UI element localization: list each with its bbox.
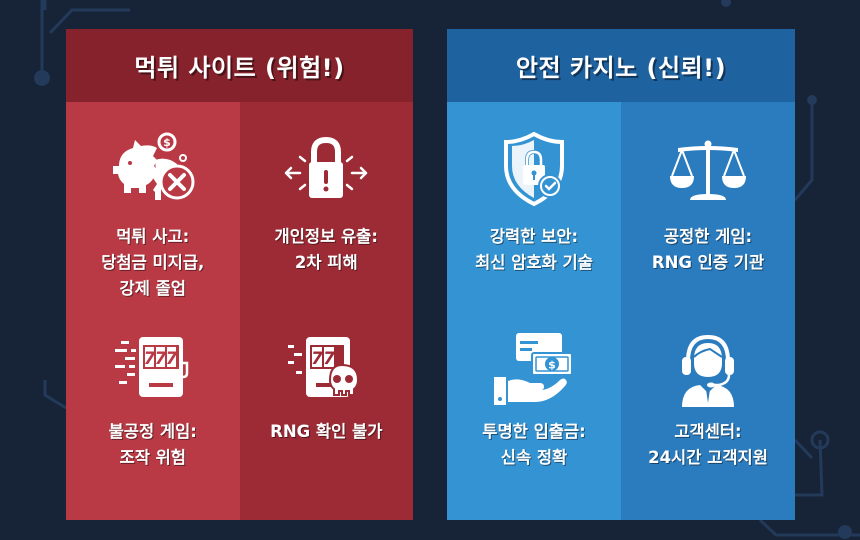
tile-label: 강력한 보안: 최신 암호화 기술 <box>475 227 593 272</box>
tile-scam-incident: $ 먹튀 사고: 당첨금 미지급, 강제 졸업 <box>66 102 240 315</box>
svg-text:$: $ <box>548 359 556 372</box>
tile-customer-center: 고객센터: 24시간 고객지원 <box>621 315 795 520</box>
shield-lock-check-icon <box>504 132 564 207</box>
padlock-warning-leak-icon <box>285 136 368 198</box>
svg-text:7: 7 <box>311 349 323 369</box>
svg-text:7: 7 <box>143 349 155 369</box>
safe-casino-title: 안전 카지노 (신뢰!) <box>447 29 795 102</box>
tile-data-leak: 개인정보 유출: 2차 피해 <box>239 102 413 315</box>
tile-label: 먹튀 사고: 당첨금 미지급, 강제 졸업 <box>101 227 205 298</box>
headset-support-agent-icon <box>682 334 734 407</box>
tile-transparent-transactions: $ 투명한 입출금: 신속 정확 <box>447 315 621 520</box>
broken-piggy-bank-x-icon: $ <box>112 132 195 200</box>
tile-fair-game: 공정한 게임: RNG 인증 기관 <box>621 102 795 315</box>
tile-label: 고객센터: 24시간 고객지원 <box>648 422 768 467</box>
tile-label: 개인정보 유출: 2차 피해 <box>274 227 378 272</box>
hand-card-cash-icon: $ <box>494 333 573 405</box>
svg-text:7: 7 <box>323 349 335 369</box>
scam-site-panel: 먹튀 사이트 (위험!) $ 먹튀 사고: 당첨금 미지급, 강제 졸업 <box>66 29 413 520</box>
svg-text:$: $ <box>163 136 171 149</box>
balance-scale-icon <box>670 140 746 200</box>
tile-label: 공정한 게임: RNG 인증 기관 <box>651 227 765 272</box>
svg-text:7: 7 <box>154 349 166 369</box>
safe-casino-panel: 안전 카지노 (신뢰!) 강력한 보안: 최신 암호화 기술 <box>447 29 795 520</box>
svg-text:7: 7 <box>165 349 177 369</box>
scam-site-title: 먹튀 사이트 (위험!) <box>66 29 413 102</box>
tile-label: RNG 확인 불가 <box>270 422 383 441</box>
tile-label: 불공정 게임: 조작 위험 <box>108 422 197 467</box>
tile-strong-security: 강력한 보안: 최신 암호화 기술 <box>447 102 621 315</box>
tile-label: 투명한 입출금: 신속 정확 <box>482 422 586 467</box>
